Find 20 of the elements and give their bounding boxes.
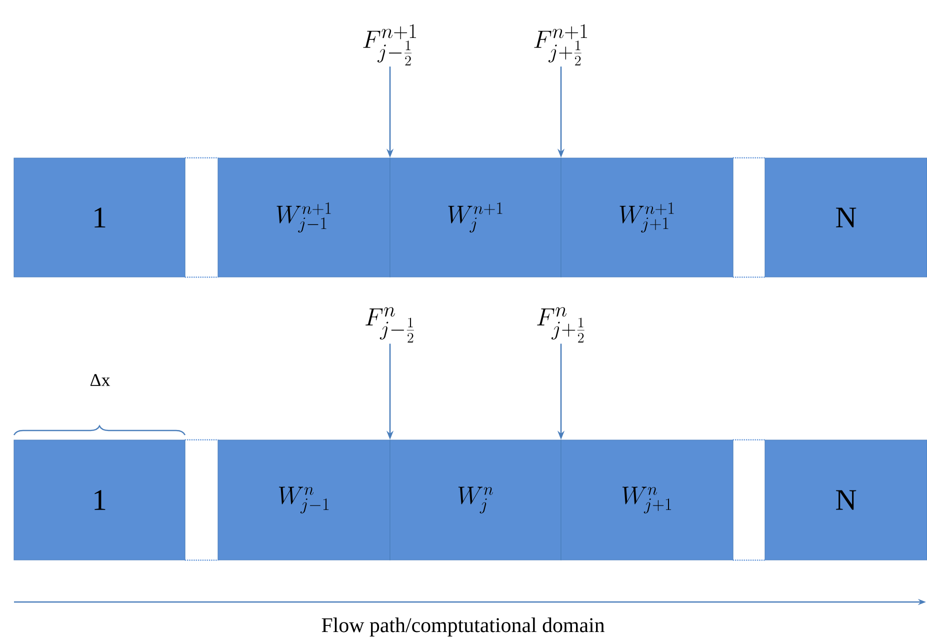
axis-label: Flow path/comptutational domain	[322, 618, 604, 636]
flux-label: $F_{j+\frac{1}{2}}^{n+1}$	[534, 24, 587, 66]
dimension-label: Δx	[90, 374, 110, 386]
grid-cell: $W_{j-1}^{n}$	[218, 440, 390, 560]
flux-label: $F_{j-\frac{1}{2}}^{n+1}$	[363, 24, 416, 66]
dotted-gap	[184, 157, 219, 278]
flux-label: $F_{j-\frac{1}{2}}^{n}$	[366, 307, 414, 342]
grid-cell: 1	[14, 440, 186, 560]
grid-cell: $W_{j}^{n}$	[390, 440, 562, 560]
grid-cell: 1	[14, 158, 186, 278]
dotted-gap	[732, 439, 766, 561]
dotted-gap	[732, 157, 766, 278]
grid-cell: $W_{j-1}^{n+1}$	[218, 158, 390, 278]
grid-cell: N	[764, 440, 927, 560]
grid-cell: $W_{j+1}^{n}$	[560, 440, 734, 560]
flux-label: $F_{j+\frac{1}{2}}^{n}$	[537, 307, 584, 342]
grid-cell: $W_{j}^{n+1}$	[390, 158, 562, 278]
grid-cell: N	[764, 158, 927, 278]
dotted-gap	[184, 439, 219, 561]
grid-cell: $W_{j+1}^{n+1}$	[560, 158, 734, 278]
